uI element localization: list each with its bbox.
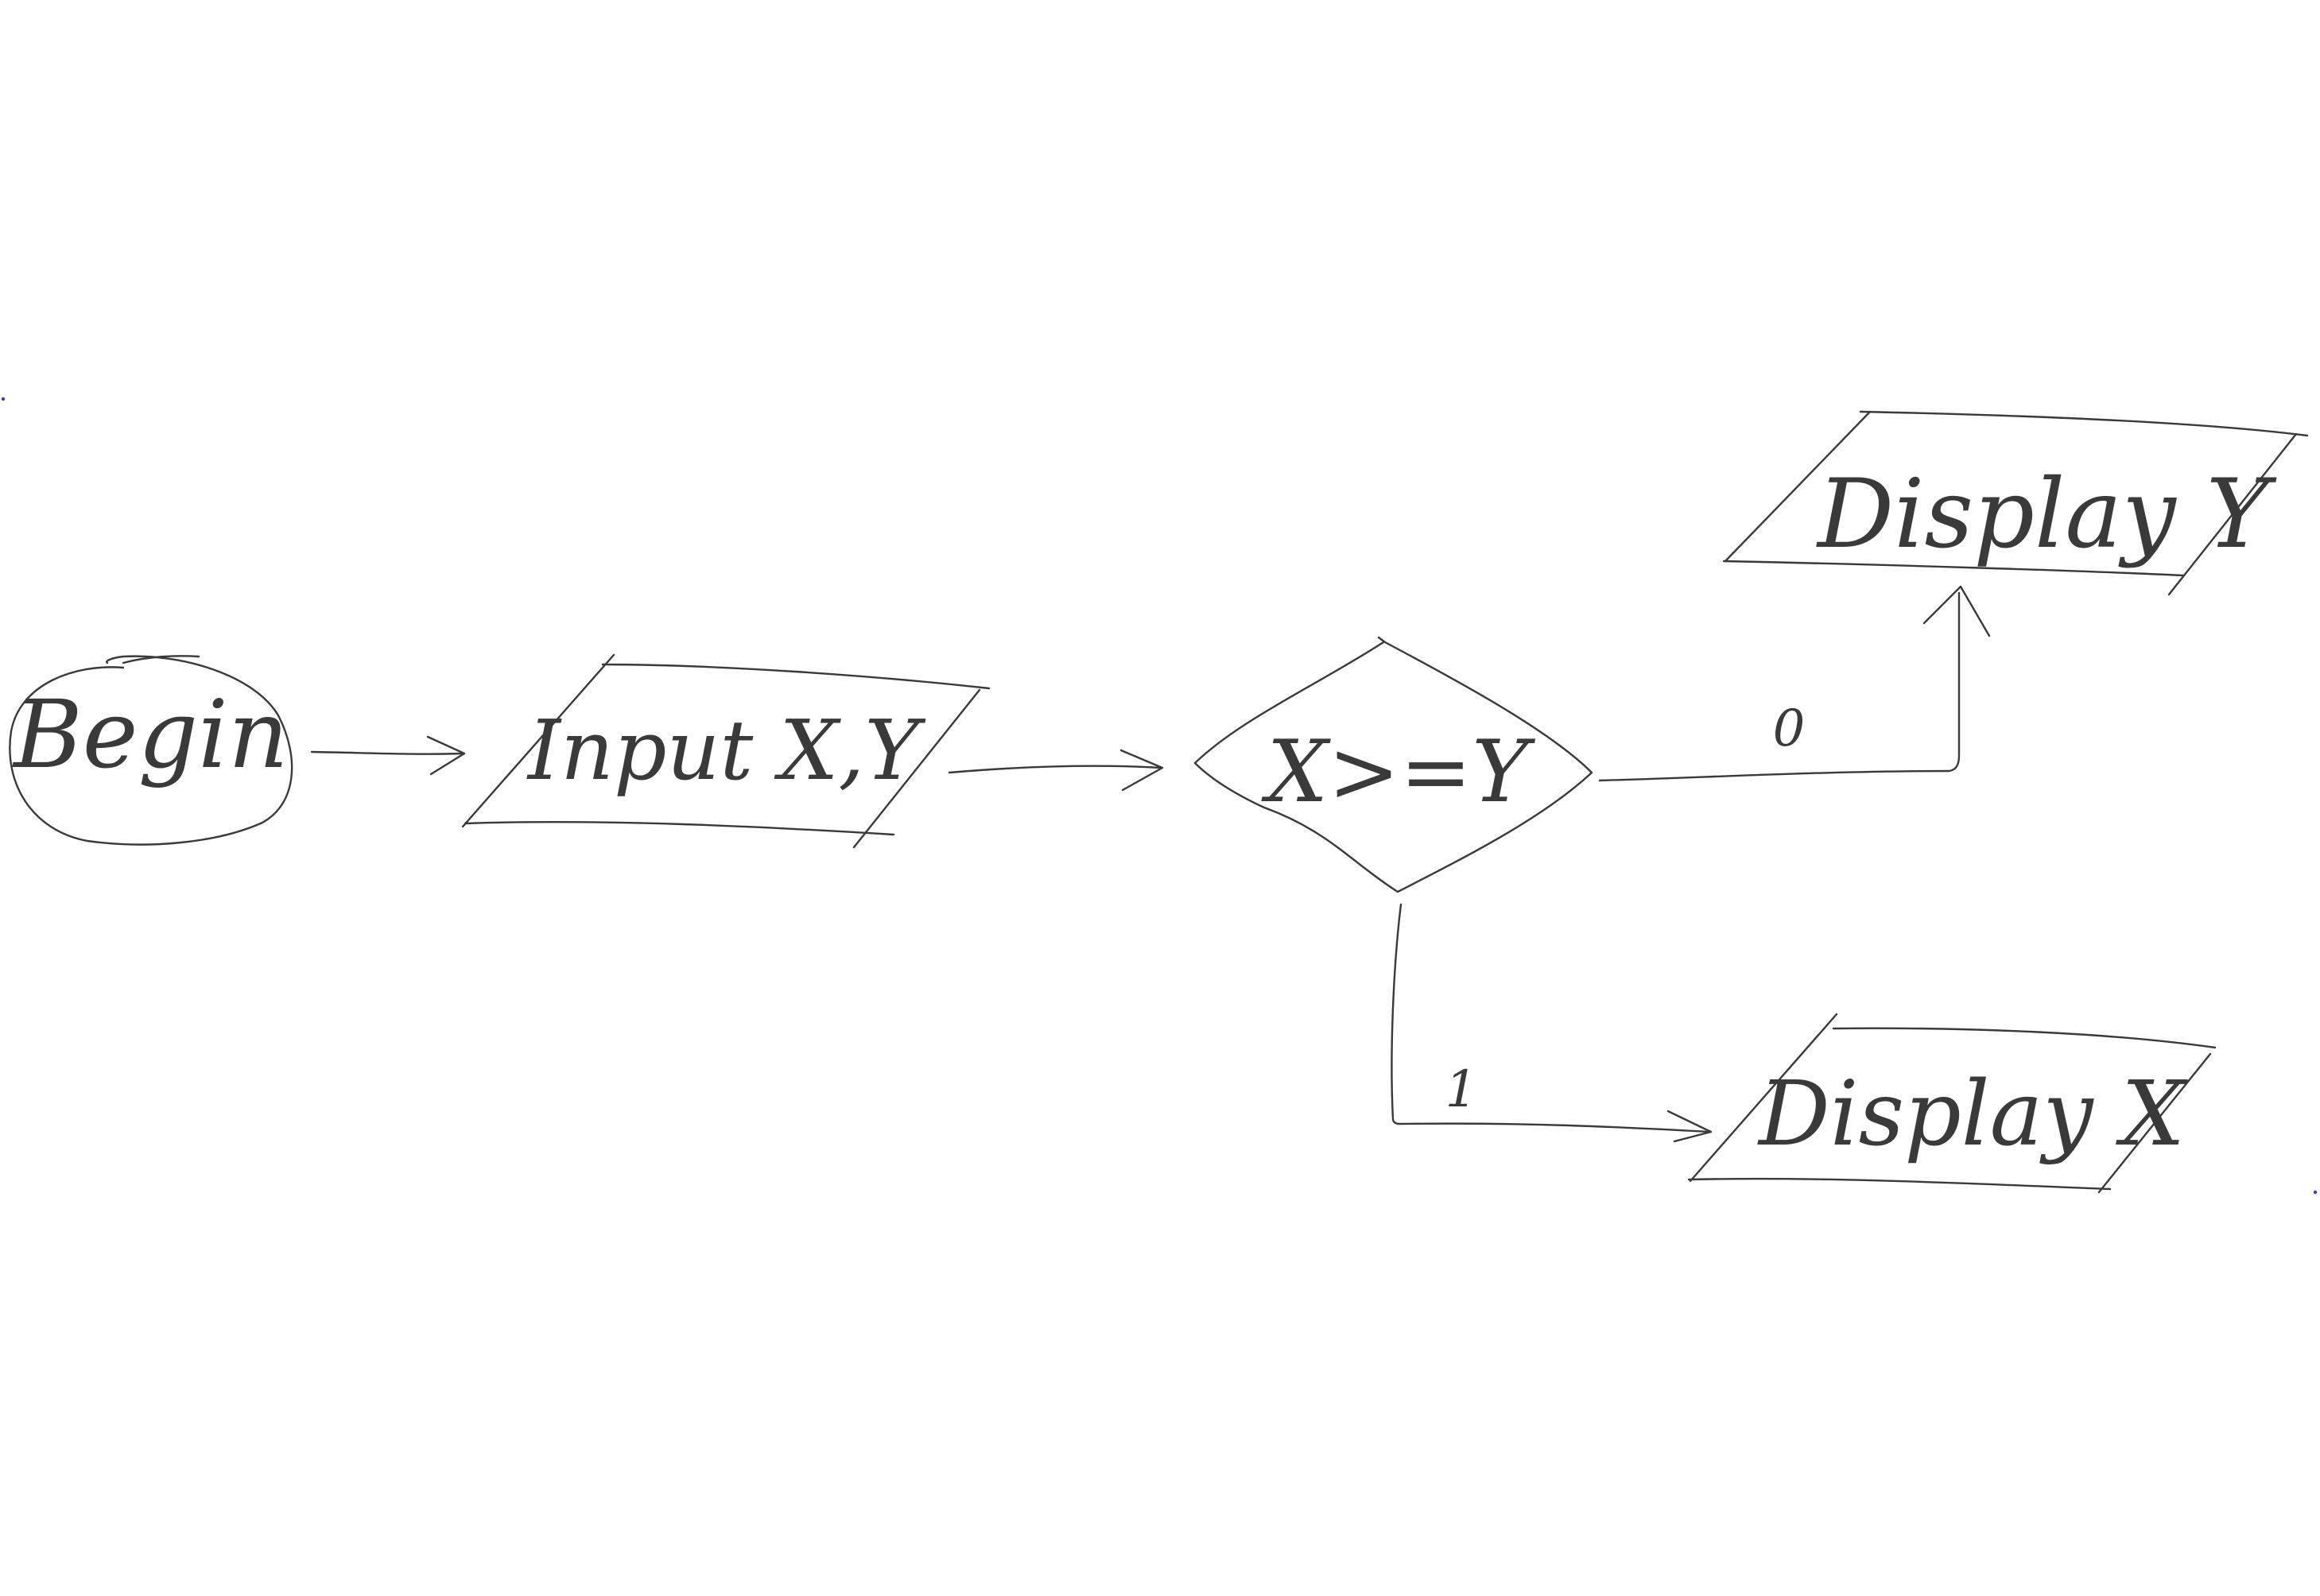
decision-shape bbox=[1193, 636, 1593, 893]
stray-dot bbox=[1, 397, 6, 401]
display-x-label: Display X bbox=[1757, 1063, 2188, 1166]
begin-shape bbox=[9, 655, 293, 846]
decision-node: X>=Y bbox=[1193, 636, 1593, 893]
display-y-label: Display Y bbox=[1816, 459, 2277, 570]
edge-decision-to-display-y: 0 bbox=[1598, 585, 1991, 782]
stray-dot bbox=[2313, 1190, 2318, 1195]
begin-node: Begin bbox=[9, 655, 293, 846]
display-x-shape bbox=[1687, 1013, 2217, 1194]
display-y-shape bbox=[1722, 410, 2309, 596]
display-y-node: Display Y bbox=[1722, 410, 2309, 596]
arrow-input-to-decision bbox=[948, 749, 1164, 792]
decision-label: X>=Y bbox=[1261, 722, 1535, 822]
edge-label-false: 0 bbox=[1773, 699, 1806, 758]
display-x-node: Display X bbox=[1687, 1013, 2217, 1194]
arrow-begin-to-input bbox=[310, 735, 466, 776]
input-label: Input X,Y bbox=[526, 702, 926, 799]
edge-decision-to-display-x: 1 bbox=[1391, 903, 1713, 1143]
input-node: Input X,Y bbox=[461, 653, 991, 849]
begin-shape-overstroke bbox=[122, 655, 200, 664]
input-shape bbox=[461, 653, 991, 849]
begin-label: Begin bbox=[12, 680, 289, 789]
edge-label-true: 1 bbox=[1445, 1060, 1478, 1119]
